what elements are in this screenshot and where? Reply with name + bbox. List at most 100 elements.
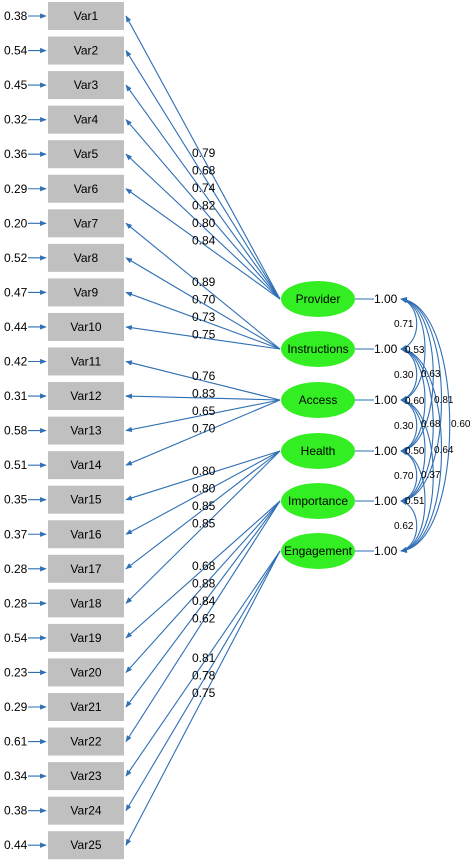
factor-loading-arrow: [125, 153, 281, 300]
factor-loading-label: 0.80: [192, 482, 216, 496]
factor-loading-arrow: [125, 450, 281, 570]
observed-variable-box: [48, 727, 124, 756]
factor-loading-arrow: [125, 399, 281, 433]
factor-loading-arrow: [125, 188, 281, 300]
observed-variable-label: Var19: [70, 631, 101, 645]
latent-factor-label: Importance: [288, 494, 348, 508]
factor-loading-arrow: [125, 360, 281, 401]
factor-loading-arrow: [125, 84, 281, 300]
error-variance-label: 0.34: [4, 769, 28, 783]
observed-variable-box: [48, 658, 124, 687]
factor-correlation-curve: [400, 297, 426, 402]
observed-variable-label: Var17: [70, 562, 101, 576]
factor-loading-arrow: [125, 399, 281, 466]
observed-variable-box: [48, 105, 124, 134]
factor-variance-label: 1.00: [374, 292, 398, 306]
factor-loading-label: 0.78: [192, 669, 216, 683]
error-variance-label: 0.38: [4, 804, 28, 818]
observed-variable-label: Var14: [70, 458, 101, 472]
observed-variable-box: [48, 623, 124, 652]
factor-loading-arrow: [125, 450, 281, 501]
factor-loading-label: 0.85: [192, 517, 216, 531]
latent-factor-label: Instructions: [287, 342, 348, 356]
latent-factor-ellipse: [281, 533, 355, 569]
factor-loading-label: 0.65: [192, 404, 216, 418]
factor-loading-label: 0.80: [192, 216, 216, 230]
factor-loading-arrow: [125, 257, 281, 350]
error-variance-label: 0.29: [4, 700, 28, 714]
error-variance-label: 0.54: [4, 631, 28, 645]
error-variance-label: 0.36: [4, 147, 28, 161]
error-variance-label: 0.20: [4, 216, 28, 230]
observed-variable-box: [48, 520, 124, 549]
factor-loading-label: 0.76: [192, 369, 216, 383]
factor-variance-label: 1.00: [374, 544, 398, 558]
observed-variable-label: Var10: [70, 320, 101, 334]
factor-variance-label: 1.00: [374, 393, 398, 407]
latent-factor-label: Provider: [296, 292, 341, 306]
factor-correlation-label: 0.70: [394, 471, 414, 482]
error-variance-label: 0.44: [4, 320, 28, 334]
factor-correlation-curve: [400, 297, 443, 503]
factor-loading-arrow: [125, 500, 281, 639]
observed-variable-label: Var6: [74, 182, 99, 196]
observed-variable-label: Var24: [70, 804, 101, 818]
factor-correlation-curve: [400, 398, 434, 553]
latent-factor-ellipse: [281, 382, 355, 418]
factor-loading-label: 0.70: [192, 422, 216, 436]
factor-loading-label: 0.75: [192, 686, 216, 700]
factor-loading-label: 0.73: [192, 310, 216, 324]
error-variance-label: 0.61: [4, 735, 28, 749]
error-variance-label: 0.44: [4, 838, 28, 852]
factor-loading-label: 0.62: [192, 612, 216, 626]
latent-factor-ellipse: [281, 483, 355, 519]
error-variance-label: 0.32: [4, 113, 28, 127]
factor-loading-arrow: [125, 393, 281, 401]
latent-factor-label: Health: [301, 444, 336, 458]
observed-variable-box: [48, 174, 124, 203]
observed-variable-label: Var7: [74, 216, 99, 230]
factor-loading-label: 0.83: [192, 387, 216, 401]
error-variance-label: 0.38: [4, 9, 28, 23]
factor-correlation-curve: [400, 347, 443, 553]
observed-variable-label: Var12: [70, 389, 101, 403]
factor-loading-label: 0.74: [192, 181, 216, 195]
observed-variable-label: Var3: [74, 78, 99, 92]
factor-correlation-curve: [400, 398, 426, 503]
error-variance-label: 0.54: [4, 44, 28, 58]
factor-correlation-label: 0.68: [421, 419, 441, 430]
error-variance-label: 0.42: [4, 355, 28, 369]
factor-correlation-label: 0.71: [394, 319, 414, 330]
observed-variable-box: [48, 762, 124, 791]
factor-loading-label: 0.84: [192, 594, 216, 608]
factor-correlation-label: 0.30: [394, 370, 414, 381]
factor-loading-arrow: [125, 500, 281, 673]
factor-correlation-label: 0.62: [394, 521, 414, 532]
factor-loading-label: 0.68: [192, 559, 216, 573]
error-variance-label: 0.51: [4, 458, 28, 472]
factor-loading-label: 0.82: [192, 199, 216, 213]
observed-variable-box: [48, 416, 124, 445]
observed-variable-label: Var5: [74, 147, 99, 161]
latent-factor-label: Access: [299, 393, 338, 407]
error-variance-label: 0.45: [4, 78, 28, 92]
factor-loading-arrow: [125, 450, 281, 604]
factor-correlation-curve: [400, 347, 434, 503]
factor-variance-label: 1.00: [374, 342, 398, 356]
observed-variable-box: [48, 209, 124, 238]
observed-variable-box: [48, 278, 124, 307]
factor-loading-arrow: [125, 15, 281, 300]
observed-variable-box: [48, 243, 124, 272]
factor-loading-label: 0.81: [192, 651, 216, 665]
observed-variable-label: Var11: [71, 355, 102, 369]
observed-variable-box: [48, 312, 124, 341]
factor-loading-arrow: [125, 119, 281, 300]
factor-correlation-curve: [400, 297, 434, 453]
observed-variable-box: [48, 347, 124, 376]
factor-correlation-curve: [400, 500, 418, 552]
observed-variable-label: Var18: [70, 596, 101, 610]
error-variance-label: 0.35: [4, 493, 28, 507]
observed-variable-label: Var16: [70, 527, 101, 541]
factor-correlation-label: 0.60: [451, 419, 471, 430]
